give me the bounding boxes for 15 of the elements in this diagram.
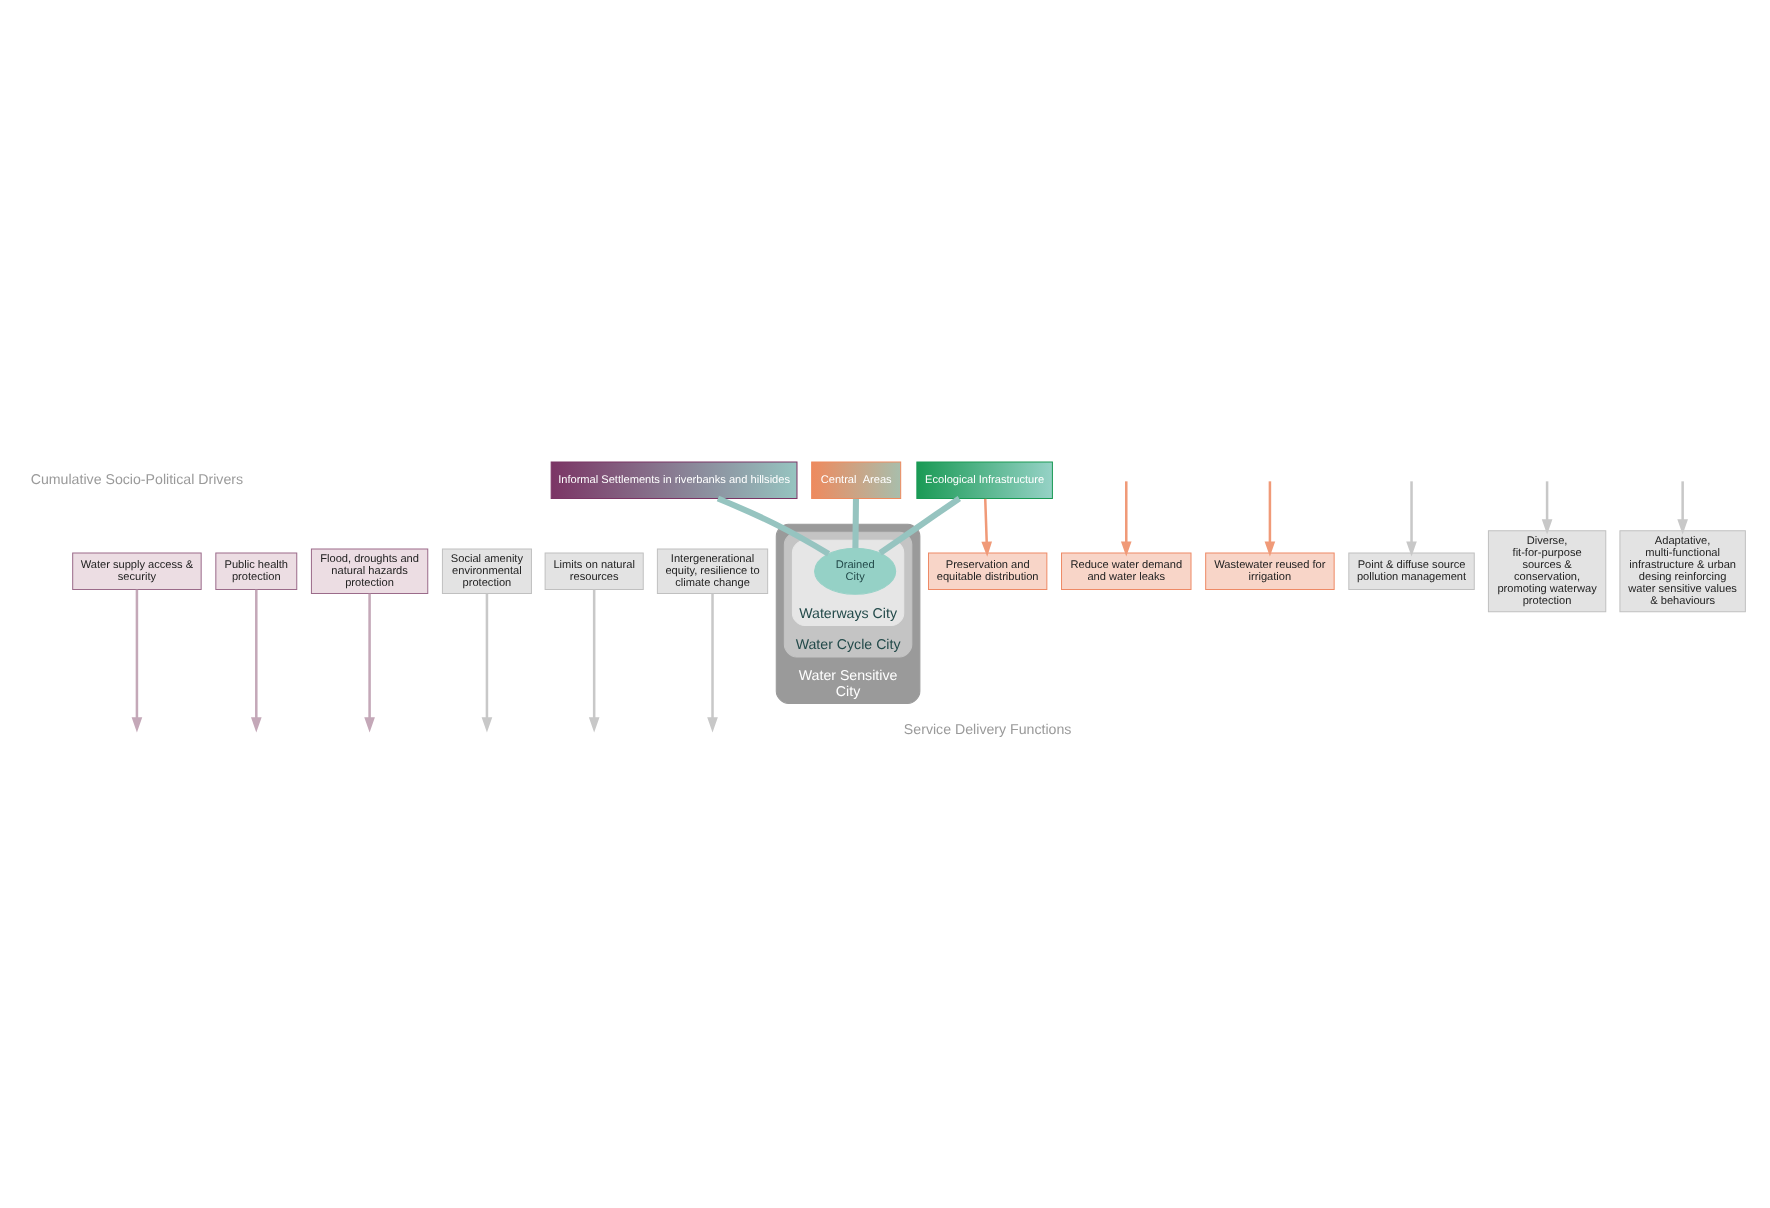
arrow <box>1677 480 1688 534</box>
arrow <box>1406 480 1417 556</box>
arrow <box>250 588 262 732</box>
arrow <box>707 592 718 732</box>
connector <box>878 495 961 555</box>
connector <box>852 497 859 548</box>
arrow <box>1120 480 1132 556</box>
arrow <box>364 592 375 732</box>
arrow <box>981 497 993 556</box>
arrow <box>131 588 143 732</box>
arrow <box>1264 480 1276 556</box>
connector <box>716 494 831 556</box>
arrow <box>1541 480 1553 534</box>
arrow <box>481 592 493 732</box>
arrow <box>588 588 600 732</box>
